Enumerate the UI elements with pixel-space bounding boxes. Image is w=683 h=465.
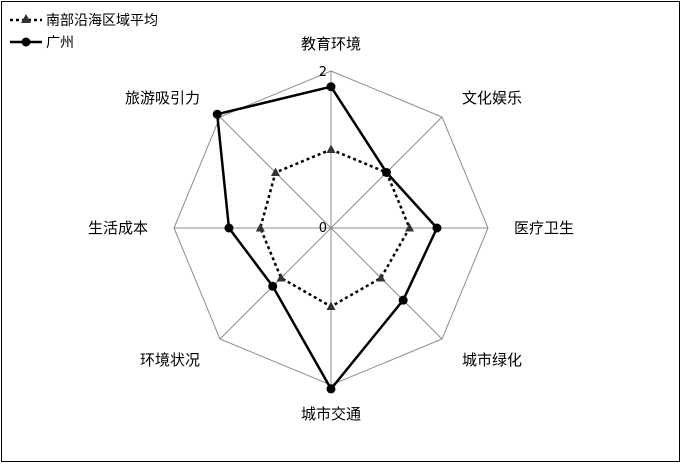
radar-series xyxy=(212,82,442,394)
axis-label: 文化娱乐 xyxy=(462,89,522,107)
legend-label-series-1: 广州 xyxy=(46,35,74,51)
axis-label: 旅游吸引力 xyxy=(125,89,200,107)
data-point xyxy=(212,109,222,119)
data-point xyxy=(255,223,265,232)
data-point xyxy=(398,295,408,305)
data-point xyxy=(326,144,336,153)
data-point xyxy=(270,167,280,176)
axis-label: 医疗卫生 xyxy=(514,219,574,237)
legend-label-series-0: 南部沿海区域平均 xyxy=(46,13,158,29)
data-point xyxy=(326,82,336,92)
axis-label: 教育环境 xyxy=(301,35,361,53)
axis-label: 城市绿化 xyxy=(462,351,522,369)
axis-label: 环境状况 xyxy=(140,351,200,369)
axis-label: 生活成本 xyxy=(88,219,148,237)
data-point xyxy=(326,384,336,394)
radar-spoke xyxy=(330,227,443,340)
data-point xyxy=(382,167,392,177)
data-point xyxy=(326,301,336,310)
series-line-1 xyxy=(215,85,439,391)
tick-label: 0 xyxy=(319,221,327,236)
data-point xyxy=(268,281,278,291)
legend-marker-series-1 xyxy=(21,37,31,47)
data-point xyxy=(376,272,386,282)
legend-marker-series-0 xyxy=(21,14,31,23)
data-point xyxy=(276,272,286,282)
data-point xyxy=(405,223,414,232)
data-point xyxy=(224,223,234,233)
data-point xyxy=(432,223,442,233)
legend: 南部沿海区域平均 广州 xyxy=(10,13,158,51)
tick-label: 2 xyxy=(319,65,327,80)
axis-label: 城市交通 xyxy=(301,405,361,423)
